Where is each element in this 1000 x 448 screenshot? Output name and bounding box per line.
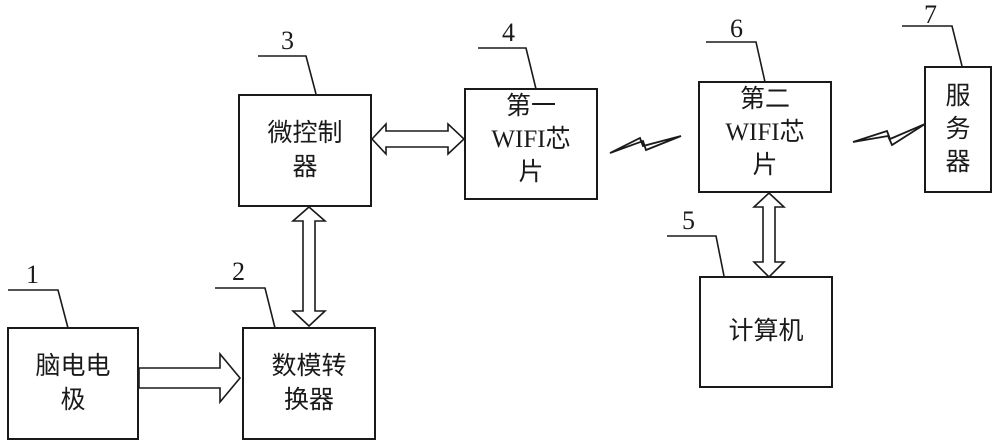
wireless-link-icon-6-7 [852,123,926,147]
block-server-line: 器 [945,149,971,176]
block-da-converter-line: 数模转 [271,352,347,380]
block-computer-line: 计算机 [728,318,804,345]
block-microcontroller-line: 器 [292,153,318,181]
block-first-wifi-chip-line: 第一 [505,93,556,120]
block-second-wifi-chip-line: 第二 [739,86,790,113]
leader-line-5 [667,235,725,277]
label-number-4: 4 [502,18,515,47]
block-eeg-electrode-line: 极 [60,386,86,414]
block-eeg-electrode: 脑电电 极 [7,327,139,440]
block-second-wifi-chip-line: WIFI芯 [725,119,805,146]
label-number-5: 5 [682,206,695,235]
block-da-converter-line: 换器 [283,386,334,414]
leader-line-7 [902,25,963,67]
label-number-3: 3 [281,26,294,55]
leader-line-3 [258,55,317,95]
block-microcontroller: 微控制 器 [238,94,372,207]
leader-line-2 [215,287,276,329]
block-server: 服 务 器 [924,66,992,193]
arrow-wifi2-computer [751,191,787,279]
block-second-wifi-chip-line: 片 [752,152,778,179]
block-second-wifi-chip: 第二 WIFI芯 片 [698,81,832,193]
leader-line-4 [478,47,537,90]
wireless-link-icon-4-6 [609,135,682,154]
block-first-wifi-chip: 第一 WIFI芯 片 [464,88,598,200]
block-server-line: 务 [945,116,971,143]
arrow-microcontroller-wifi1 [370,121,466,157]
block-microcontroller-line: 微控制 [267,119,343,147]
arrow-eeg-to-converter [138,351,242,405]
label-number-7: 7 [924,0,937,29]
label-number-1: 1 [26,260,39,289]
arrow-converter-microcontroller [290,205,328,328]
block-first-wifi-chip-line: WIFI芯 [491,126,571,153]
block-eeg-electrode-line: 脑电电 [35,352,111,380]
leader-line-1 [8,289,69,329]
leader-line-6 [706,41,766,83]
block-da-converter: 数模转 换器 [242,327,376,440]
label-number-2: 2 [232,257,245,286]
label-number-6: 6 [730,14,743,43]
block-computer: 计算机 [699,276,833,388]
block-server-line: 服 [945,83,971,110]
block-first-wifi-chip-line: 片 [518,159,544,186]
